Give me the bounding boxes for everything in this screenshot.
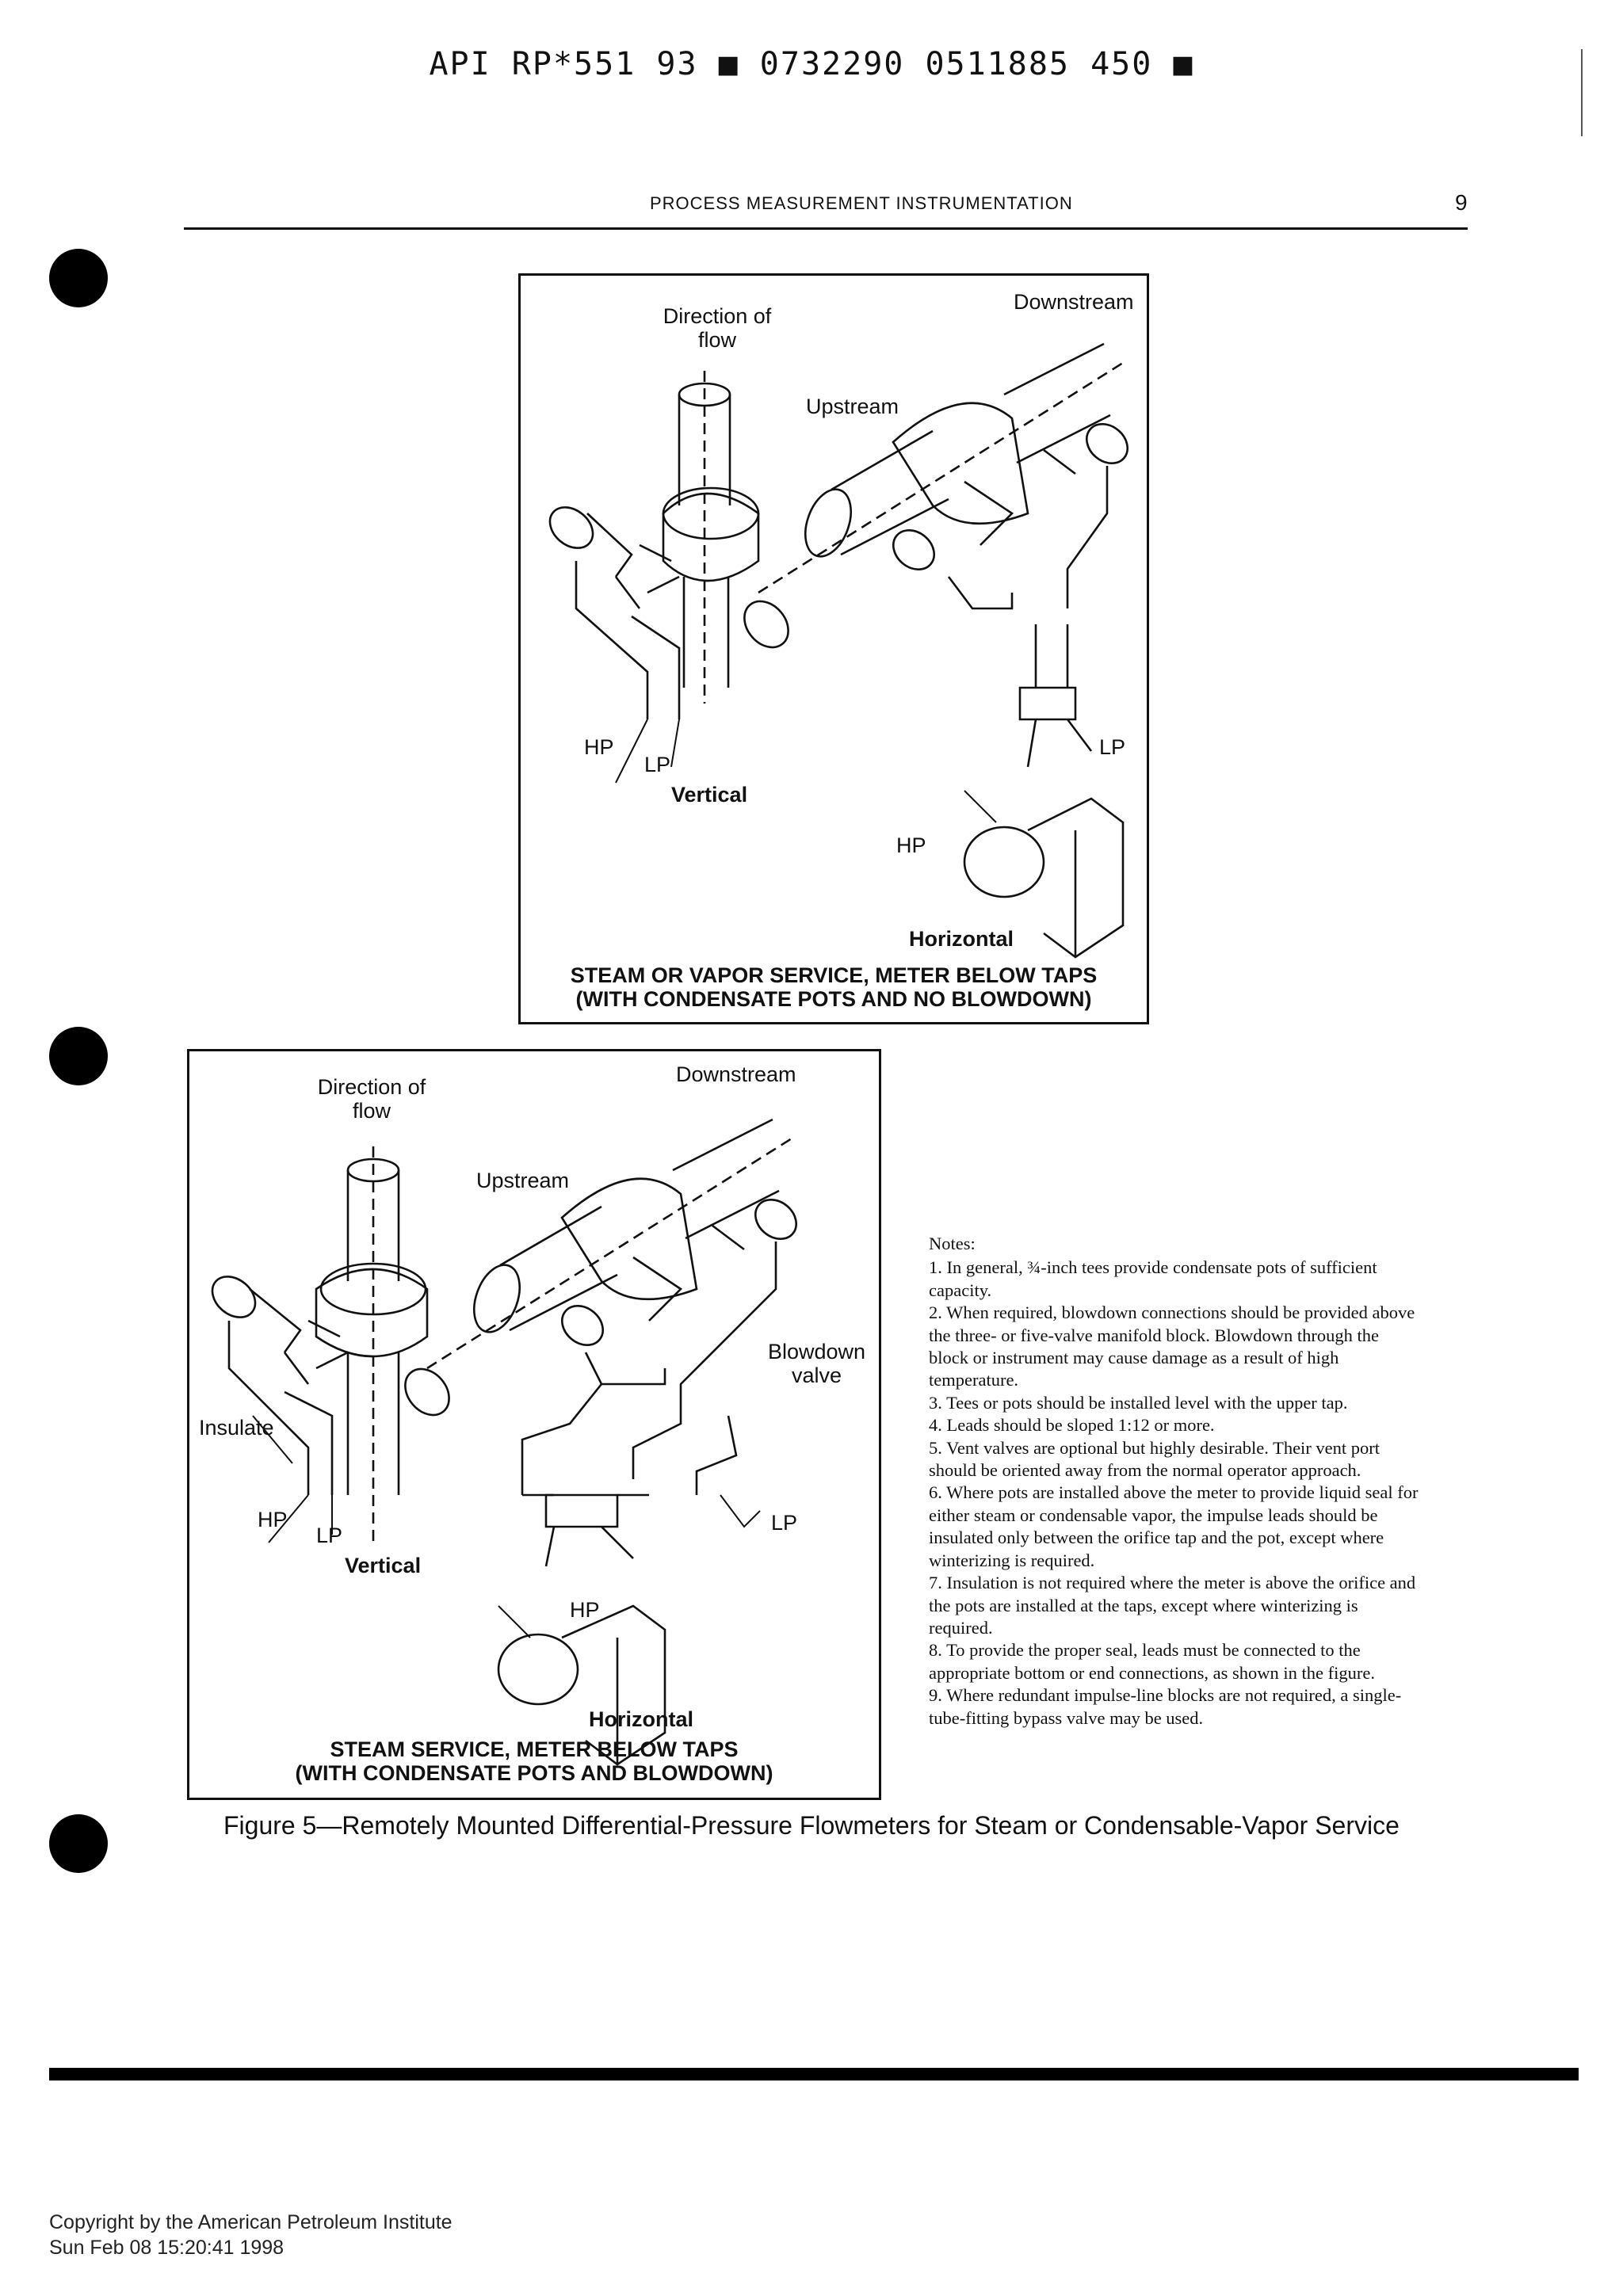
- label-blowdown-valve: Blowdown valve: [768, 1340, 866, 1387]
- label-upstream: Upstream: [476, 1169, 570, 1192]
- timestamp-line: Sun Feb 08 15:20:41 1998: [49, 2237, 285, 2259]
- label-lp-horizontal: LP: [1099, 735, 1126, 759]
- label-hp-vertical: HP: [584, 735, 614, 759]
- label-insulate: Insulate: [199, 1416, 274, 1440]
- note-item: 6. Where pots are installed above the me…: [929, 1482, 1419, 1570]
- note-item: 3. Tees or pots should be installed leve…: [929, 1392, 1348, 1413]
- label-lp-horizontal: LP: [771, 1511, 798, 1535]
- notes-title: Notes:: [929, 1234, 976, 1253]
- header-rule: [184, 227, 1468, 230]
- label-horizontal: Horizontal: [909, 927, 1014, 951]
- caption-line-1: STEAM OR VAPOR SERVICE, METER BELOW TAPS: [570, 963, 1098, 987]
- note-item: 8. To provide the proper seal, leads mus…: [929, 1640, 1375, 1683]
- piping-diagram-bottom: [211, 1118, 797, 1766]
- note-item: 7. Insulation is not required where the …: [929, 1573, 1416, 1638]
- vertical-orifice-assembly: [548, 371, 789, 784]
- note-item: 9. Where redundant impulse-line blocks a…: [929, 1685, 1402, 1728]
- label-lp-vertical: LP: [644, 753, 671, 776]
- horizontal-orifice-assembly: [758, 342, 1128, 959]
- figure-title: Figure 5—Remotely Mounted Differential-P…: [223, 1811, 1400, 1840]
- horizontal-orifice-assembly: [426, 1118, 797, 1766]
- label-hp-horizontal: HP: [570, 1598, 600, 1622]
- label-vertical: Vertical: [345, 1554, 422, 1577]
- running-head: PROCESS MEASUREMENT INSTRUMENTATION: [650, 193, 1073, 213]
- label-downstream: Downstream: [676, 1062, 796, 1086]
- binder-hole-middle: [49, 1027, 108, 1085]
- note-item: 5. Vent valves are optional but highly d…: [929, 1437, 1381, 1481]
- notes-list: 1. In general, ¾-inch tees provide conde…: [929, 1257, 1419, 1730]
- piping-diagram-top: [548, 342, 1128, 959]
- document-id: API RP*551 93 ■ 0732290 0511885 450 ■: [429, 46, 1194, 82]
- label-hp-vertical: HP: [258, 1508, 288, 1531]
- figure-panel-steam-service: Direction of flow Downstream Upstream In…: [187, 1049, 881, 1800]
- note-item: 1. In general, ¾-inch tees provide conde…: [929, 1257, 1377, 1300]
- label-horizontal: Horizontal: [589, 1707, 693, 1731]
- label-hp-horizontal: HP: [896, 833, 926, 857]
- note-item: 4. Leads should be sloped 1:12 or more.: [929, 1415, 1215, 1436]
- label-lp-vertical: LP: [316, 1524, 343, 1547]
- figure-notes: Notes: 1. In general, ¾-inch tees provid…: [929, 1233, 1419, 1730]
- page-number: 9: [1455, 190, 1468, 215]
- label-upstream: Upstream: [806, 395, 899, 418]
- caption-line-2: (WITH CONDENSATE POTS AND BLOWDOWN): [295, 1761, 773, 1785]
- vertical-orifice-assembly: [211, 1146, 450, 1543]
- footer-rule: [49, 2068, 1579, 2081]
- binder-hole-top: [49, 249, 108, 307]
- note-item: 2. When required, blowdown connections s…: [929, 1302, 1415, 1390]
- figure-panel-steam-or-vapor: Direction of flow Downstream Upstream HP…: [518, 273, 1149, 1024]
- label-direction-of-flow: Direction of flow: [663, 304, 772, 352]
- label-downstream: Downstream: [1014, 290, 1134, 314]
- label-vertical: Vertical: [671, 783, 748, 807]
- label-direction-of-flow: Direction of flow: [317, 1075, 426, 1123]
- binder-hole-bottom: [49, 1814, 108, 1873]
- caption-line-1: STEAM SERVICE, METER BELOW TAPS: [330, 1737, 739, 1761]
- margin-mark: [1581, 49, 1583, 136]
- caption-line-2: (WITH CONDENSATE POTS AND NO BLOWDOWN): [575, 987, 1092, 1011]
- copyright-line: Copyright by the American Petroleum Inst…: [49, 2211, 453, 2233]
